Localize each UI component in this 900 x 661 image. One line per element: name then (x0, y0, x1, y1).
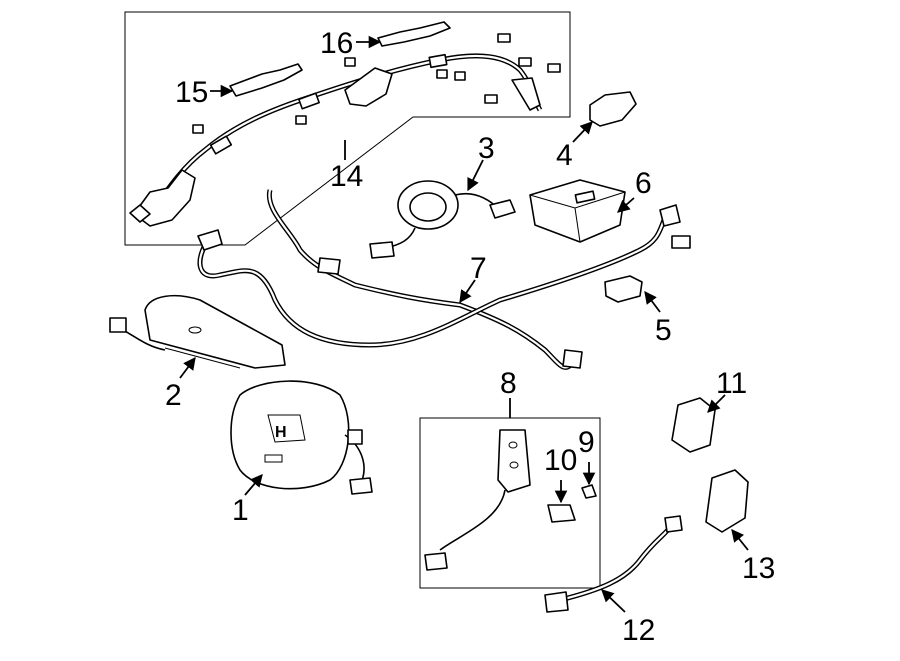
callout-label-1: 1 (232, 494, 249, 527)
callout-label-6: 6 (635, 167, 652, 200)
side-airbag-part (424, 429, 531, 571)
callout-label-14: 14 (330, 160, 363, 193)
sensor-11-part (671, 397, 716, 453)
callout-label-12: 12 (622, 614, 655, 647)
callout-label-10: 10 (544, 444, 577, 477)
callout-label-16: 16 (320, 27, 353, 60)
bracket-10-part (547, 504, 576, 523)
callout-label-7: 7 (470, 252, 487, 285)
callout-3: 3 (467, 132, 495, 192)
callout-label-9: 9 (578, 426, 595, 459)
callout-8: 8 (500, 367, 517, 418)
callout-5: 5 (644, 290, 672, 347)
callout-4: 4 (556, 121, 593, 172)
driver-airbag-part: H (230, 380, 373, 495)
callout-10: 10 (544, 444, 577, 504)
callout-label-5: 5 (655, 314, 672, 347)
callout-label-11: 11 (716, 367, 747, 400)
callout-13: 13 (731, 529, 775, 585)
callout-1: 1 (232, 474, 263, 527)
curtain-airbag-part (129, 53, 543, 227)
callout-label-15: 15 (175, 76, 208, 109)
wire-harness-part (197, 189, 691, 370)
callout-label-3: 3 (478, 132, 495, 165)
callout-label-2: 2 (165, 379, 182, 412)
curtain-airbag-group-box (124, 11, 571, 246)
clock-spring-part (369, 180, 516, 259)
impact-sensor-part (589, 91, 637, 127)
mounting-bracket-15 (229, 63, 303, 97)
nut-9-part (581, 484, 597, 499)
callout-label-8: 8 (500, 367, 517, 400)
side-sensor-part (604, 275, 643, 303)
callout-9: 9 (578, 426, 596, 486)
harness-12-part (544, 515, 683, 613)
airbag-fasteners (192, 33, 561, 134)
callout-label-13: 13 (742, 552, 775, 585)
callout-12: 12 (601, 589, 655, 647)
callout-16: 16 (320, 27, 382, 60)
callout-11: 11 (707, 367, 747, 413)
callout-label-4: 4 (556, 139, 573, 172)
passenger-airbag-part (109, 294, 286, 369)
callout-2: 2 (165, 356, 196, 412)
svg-text:H: H (275, 424, 287, 441)
callout-6: 6 (617, 167, 652, 213)
module-13-part (705, 469, 749, 533)
callout-7: 7 (459, 252, 487, 304)
srs-control-unit-part (529, 179, 626, 243)
mounting-bracket-16 (377, 21, 451, 47)
callout-14: 14 (330, 140, 363, 193)
callout-15: 15 (175, 76, 234, 109)
